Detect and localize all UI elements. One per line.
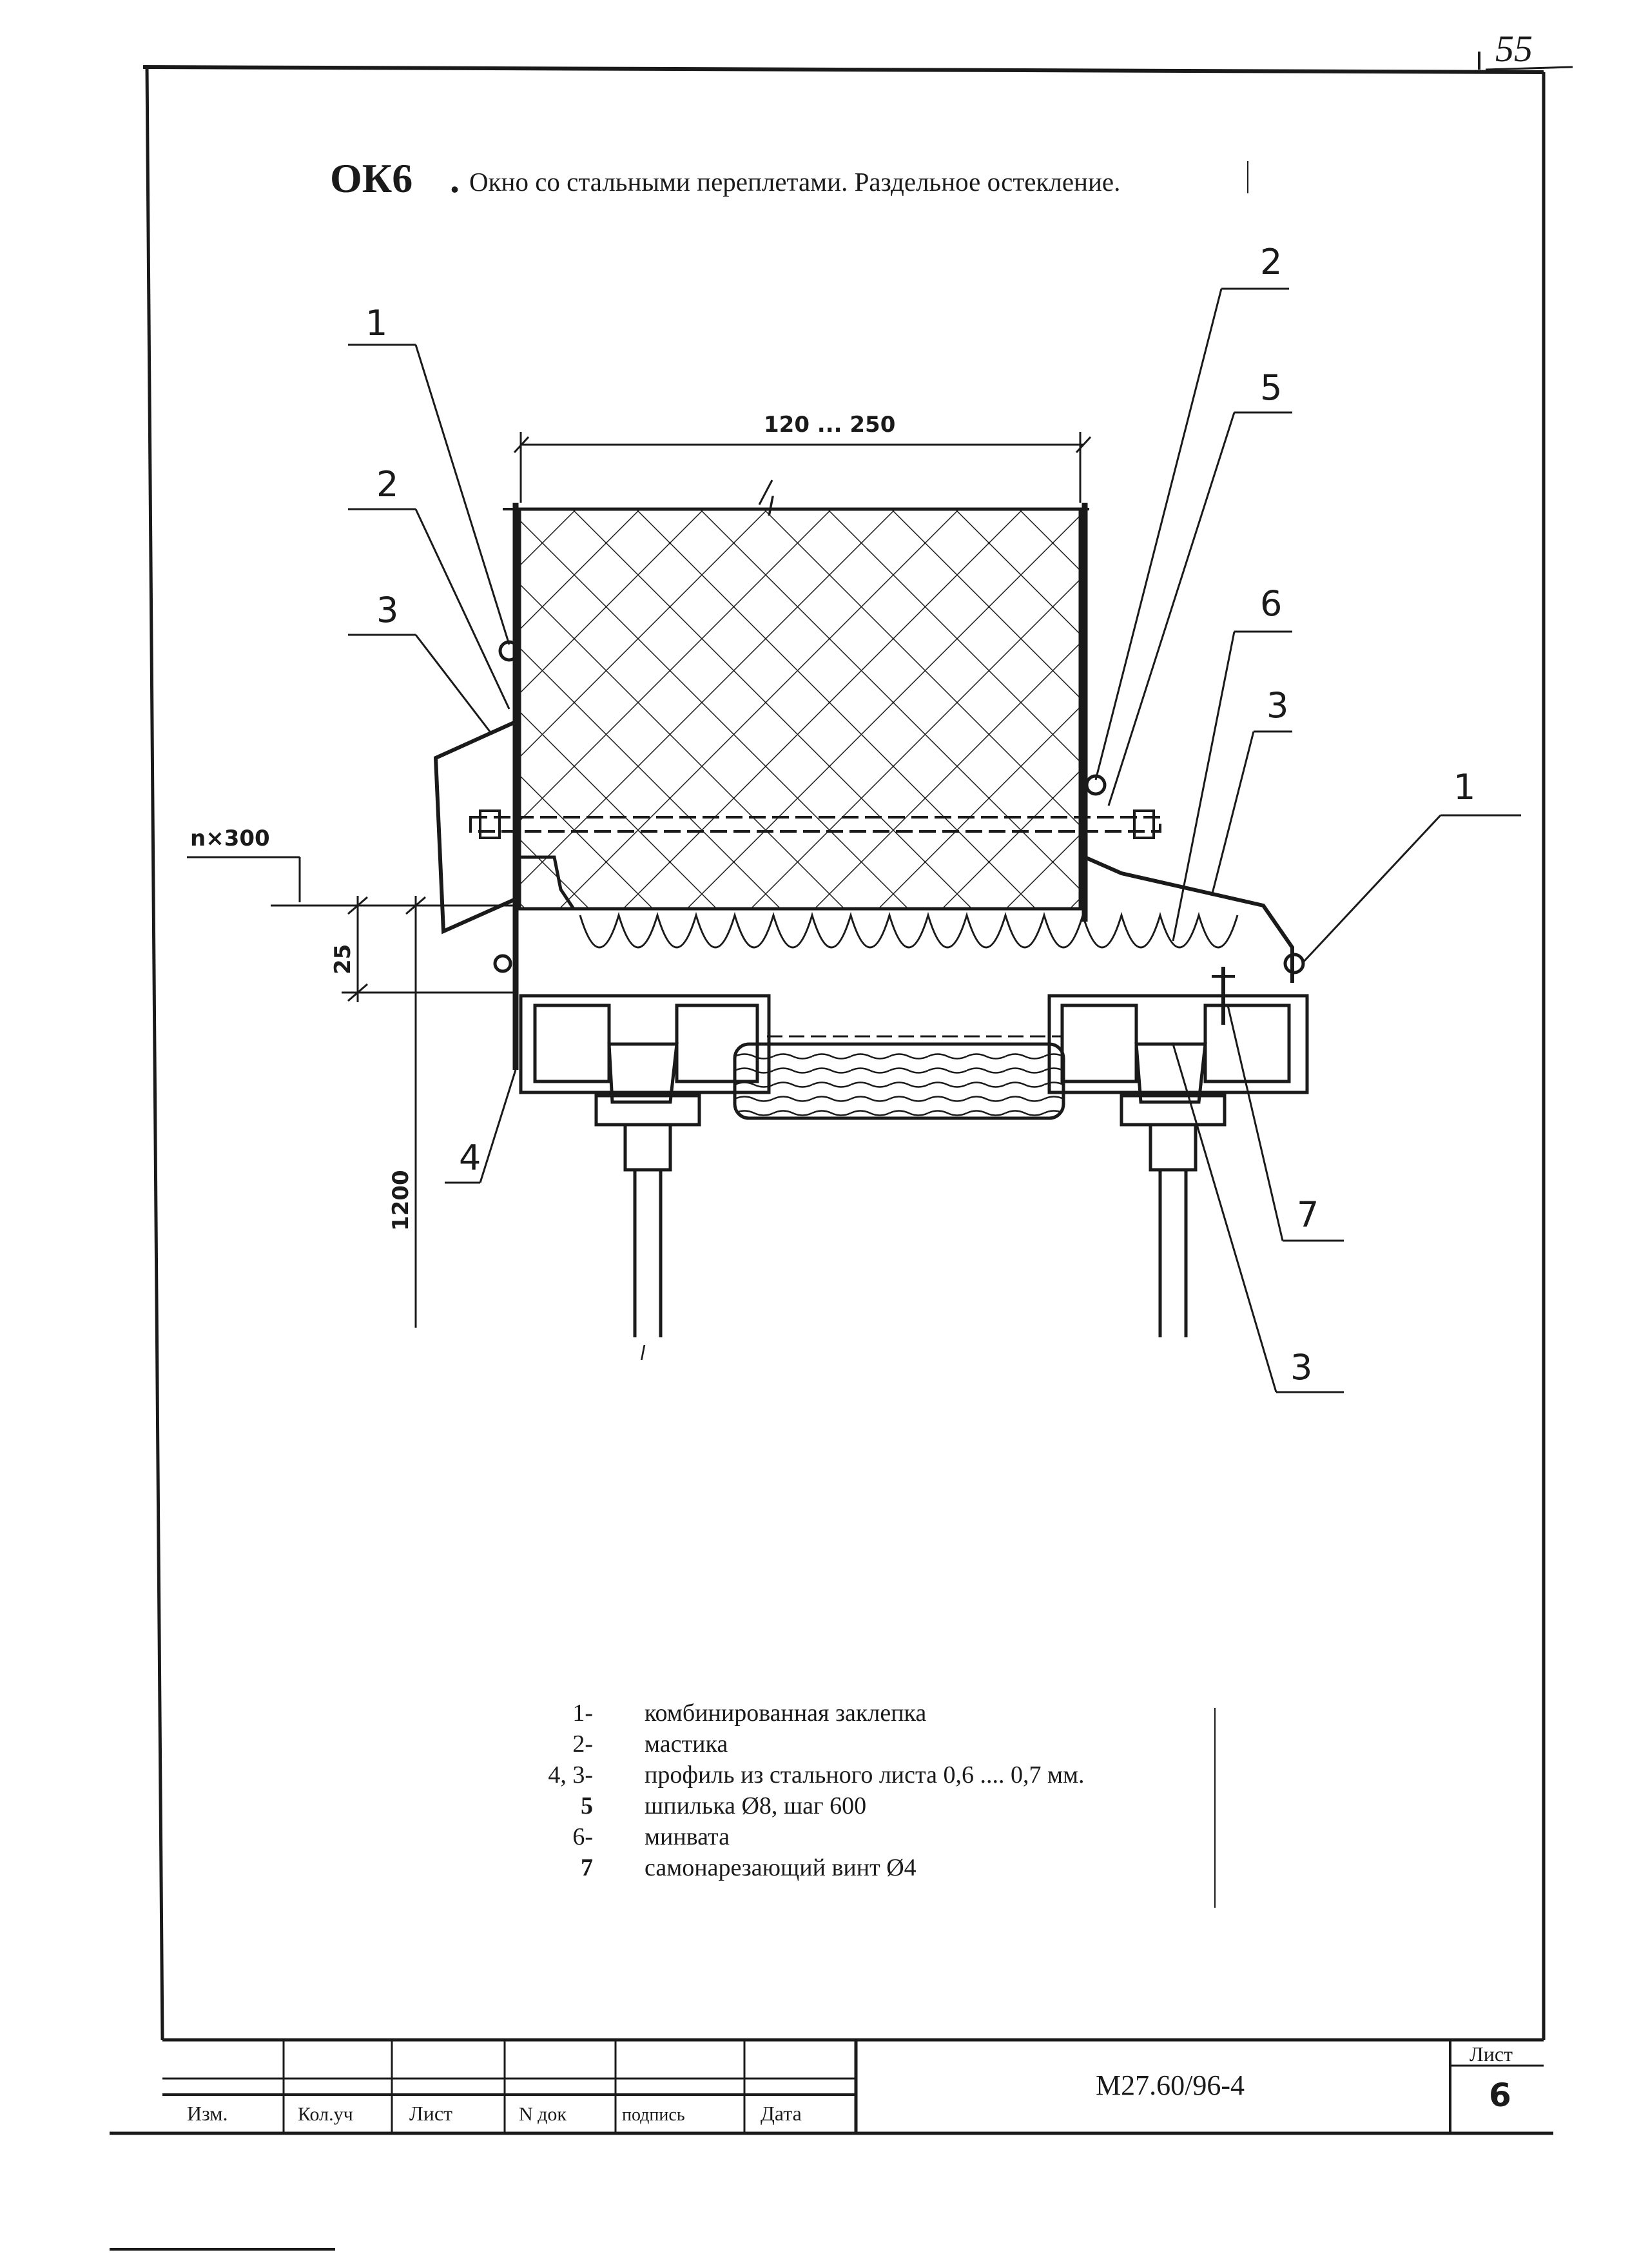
legend-num-5: 6- <box>572 1823 593 1850</box>
callout-right-3-top: 3 <box>1266 685 1288 726</box>
legend-text-1: комбинированная заклепка <box>645 1700 926 1727</box>
title-block <box>162 2038 1544 2133</box>
document-code: М27.60/96-4 <box>1096 2069 1245 2101</box>
callout-right-1: 1 <box>1453 767 1475 808</box>
page-number: 55 <box>1478 28 1573 71</box>
offset-dimension: 25 <box>330 944 356 974</box>
callout-right-6: 6 <box>1260 583 1282 624</box>
legend: 1- комбинированная заклепка 2- мастика 4… <box>548 1700 1216 1908</box>
mark-l-bottom: l <box>640 1342 646 1365</box>
svg-text:55: 55 <box>1495 28 1533 70</box>
legend-text-3: профиль из стального листа 0,6 .... 0,7 … <box>645 1761 1085 1788</box>
legend-text-4: шпилька Ø8, шаг 600 <box>645 1792 866 1819</box>
callout-leaders <box>348 287 1521 1393</box>
legend-text-6: самонарезающий винт Ø4 <box>645 1854 917 1881</box>
sheet-number: 6 <box>1489 2077 1511 2114</box>
dimension-lines <box>187 432 1092 1328</box>
timber-bar <box>733 1042 1065 1120</box>
section-drawing <box>433 480 1309 1337</box>
window-frame-right <box>1047 994 1309 1337</box>
col-izm: Изм. <box>187 2102 228 2125</box>
height-dimension: 1200 <box>388 1170 414 1231</box>
callout-right-2: 2 <box>1260 242 1282 282</box>
sheet-label: Лист <box>1470 2042 1513 2066</box>
col-data: Дата <box>761 2102 802 2125</box>
legend-num-6: 7 <box>581 1854 593 1881</box>
callout-right-3-bottom: 3 <box>1290 1347 1312 1388</box>
callout-right-5: 5 <box>1260 367 1282 408</box>
col-list: Лист <box>409 2102 452 2125</box>
callout-left-3: 3 <box>376 590 398 630</box>
callout-left-1: 1 <box>365 303 387 344</box>
page-header: ОК6 . Окно со стальными переплетами. Раз… <box>330 155 1248 201</box>
step-dimension: n×300 <box>190 826 270 851</box>
mark-l-top: l <box>767 492 774 522</box>
legend-num-1: 1- <box>572 1700 593 1727</box>
col-n-dok: N док <box>519 2104 567 2125</box>
width-dimension: 120 ... 250 <box>764 412 895 438</box>
drawing-code: ОК6 <box>330 155 412 201</box>
sheet-frame <box>110 65 1553 2251</box>
drawing-subtitle: Окно со стальными переплетами. Раздельно… <box>469 167 1120 197</box>
legend-num-3: 4, 3- <box>548 1761 593 1788</box>
legend-num-2: 2- <box>572 1730 593 1758</box>
col-kol-uch: Кол.уч <box>298 2104 353 2125</box>
window-frame-left <box>519 994 771 1337</box>
callout-left-4: 4 <box>459 1138 481 1178</box>
callout-left-2: 2 <box>376 464 398 505</box>
callout-numbers: 1 2 3 4 2 5 6 3 1 7 3 l l <box>365 242 1475 1388</box>
legend-text-2: мастика <box>645 1730 728 1758</box>
title-dot: . <box>450 158 460 200</box>
legend-num-4: 5 <box>581 1792 593 1819</box>
title-block-text: Изм. Кол.уч Лист N док подпись Дата М27.… <box>187 2042 1513 2125</box>
mineral-wool-block <box>518 507 1082 911</box>
callout-right-7: 7 <box>1297 1194 1319 1235</box>
dimension-labels: 120 ... 250 n×300 25 1200 <box>190 412 895 1231</box>
legend-text-5: минвата <box>645 1823 730 1850</box>
col-podpis: подпись <box>622 2105 685 2125</box>
